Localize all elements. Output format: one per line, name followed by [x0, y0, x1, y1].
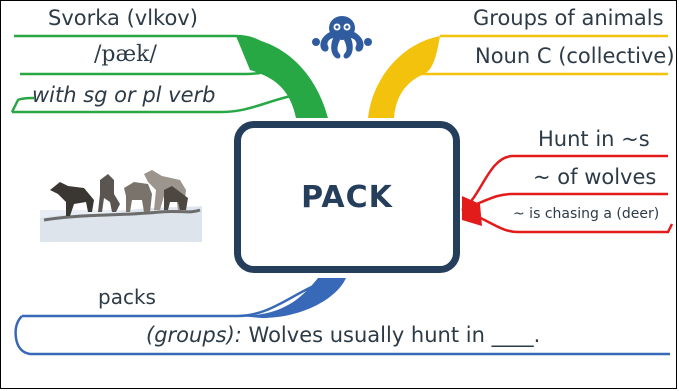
label-collocation-1: Hunt in ~s: [538, 127, 650, 151]
label-verb-agreement: with sg or pl verb: [32, 83, 216, 107]
label-meaning: Groups of animals: [473, 6, 664, 30]
label-collocation-3: ~ is chasing a (deer): [513, 206, 660, 222]
yellow-branch: [420, 34, 668, 76]
label-answer: packs: [98, 285, 156, 309]
example-text: Wolves usually hunt in ____.: [248, 323, 541, 347]
label-translation: Svorka (vlkov): [48, 6, 198, 30]
label-word-class: Noun C (collective): [475, 44, 675, 68]
example-sentence: (groups): Wolves usually hunt in ____.: [146, 325, 540, 346]
label-collocation-2: ~ of wolves: [533, 165, 657, 189]
blue-branch-trunk: [238, 278, 346, 318]
example-gloss: (groups):: [146, 323, 242, 347]
wolf-pack-image: [40, 170, 202, 242]
yellow-branch-trunk: [368, 36, 440, 118]
blue-branch: [14, 282, 670, 356]
green-branch-trunk: [236, 36, 328, 118]
center-node[interactable]: PACK: [234, 121, 460, 273]
label-pronunciation: /pæk/: [94, 42, 157, 67]
red-branch-arrow: [462, 196, 482, 226]
center-title: PACK: [301, 179, 393, 215]
octopus-icon: [312, 16, 372, 59]
